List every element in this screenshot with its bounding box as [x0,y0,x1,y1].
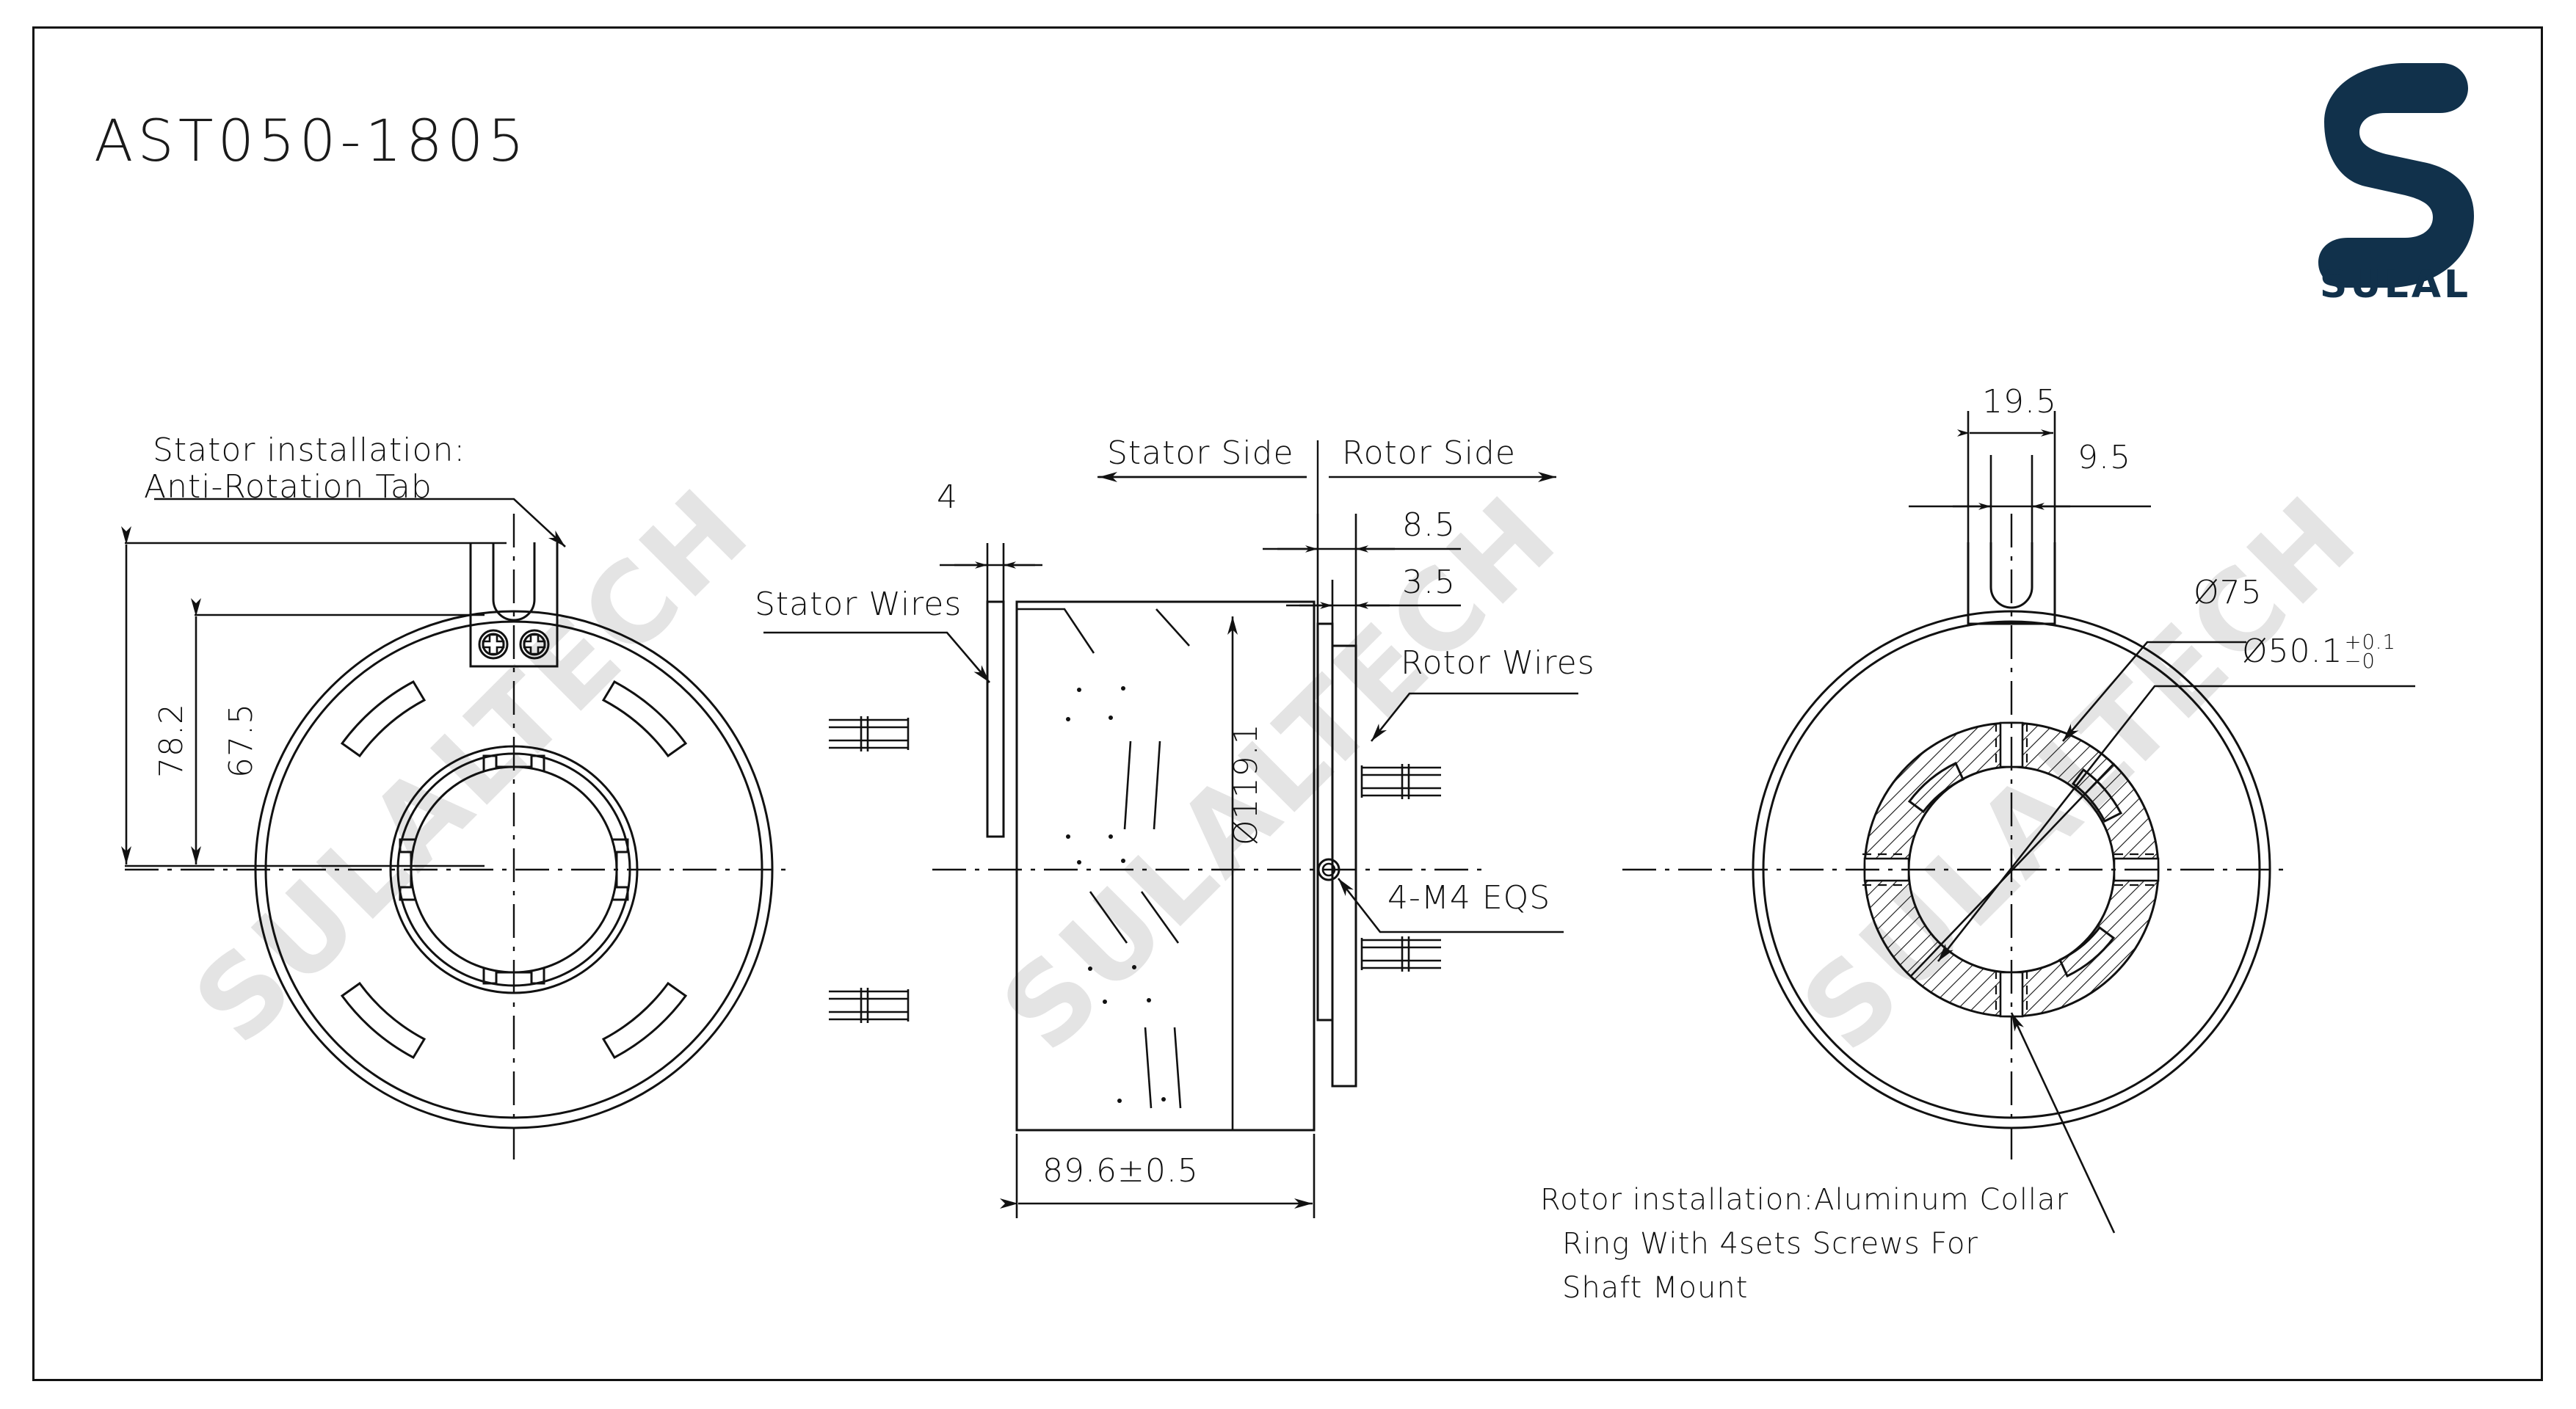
rotor-install-callout-line2: Ring With 4sets Screws For [1562,1227,1978,1261]
rotor-install-callout-line1: Rotor installation:Aluminum Collar [1540,1183,2069,1217]
page-title: AST050-1805 [94,109,529,175]
dimension-8-5: 8.5 [1402,506,1456,544]
stator-side-label: Stator Side [1107,434,1294,472]
rotor-side-label: Rotor Side [1342,434,1516,472]
dimension-50-1-upper-tolerance: +0.1 [2344,631,2396,655]
left-view-dimensions [121,498,566,867]
drawing-frame [32,26,2543,1381]
stator-install-callout-line2: Anti-Rotation Tab [144,468,432,506]
dimension-diameter-50-1: Ø50.1 +0.1 −0 [2242,633,2396,671]
rotor-install-callout-line3: Shaft Mount [1562,1271,1749,1305]
dimension-78-2: 78.2 [153,703,190,778]
brand-wordmark: SULAL [2319,263,2472,307]
dimension-67-5: 67.5 [222,703,260,778]
dimension-diameter-119-1: Ø119.1 [1227,723,1265,845]
middle-view-dimensions [763,472,1578,1218]
stator-install-callout-line1: Stator installation: [153,432,466,469]
thread-note-4-m4-eqs: 4-M4 EQS [1387,879,1551,917]
svg-text:SULALTECH: SULALTECH [978,472,1581,1075]
left-view-geometry [125,514,786,1159]
dimension-4: 4 [937,478,958,516]
dimension-diameter-75: Ø75 [2194,574,2263,611]
dimension-9-5: 9.5 [2078,439,2131,476]
dimension-3-5: 3.5 [1402,564,1456,601]
dimension-diameter-50-1-nominal: Ø50.1 [2242,633,2343,670]
dimension-19-5: 19.5 [1982,383,2057,420]
stator-wires-label: Stator Wires [755,586,962,623]
rotor-wires-label: Rotor Wires [1401,644,1595,682]
dimension-89-6: 89.6±0.5 [1042,1152,1199,1190]
middle-view-geometry [827,440,1483,1132]
sulal-logo-icon [2298,51,2489,308]
dimension-50-1-lower-tolerance: −0 [2344,650,2376,674]
right-view-dimensions [1909,411,2415,1234]
right-view-geometry [1622,514,2283,1159]
